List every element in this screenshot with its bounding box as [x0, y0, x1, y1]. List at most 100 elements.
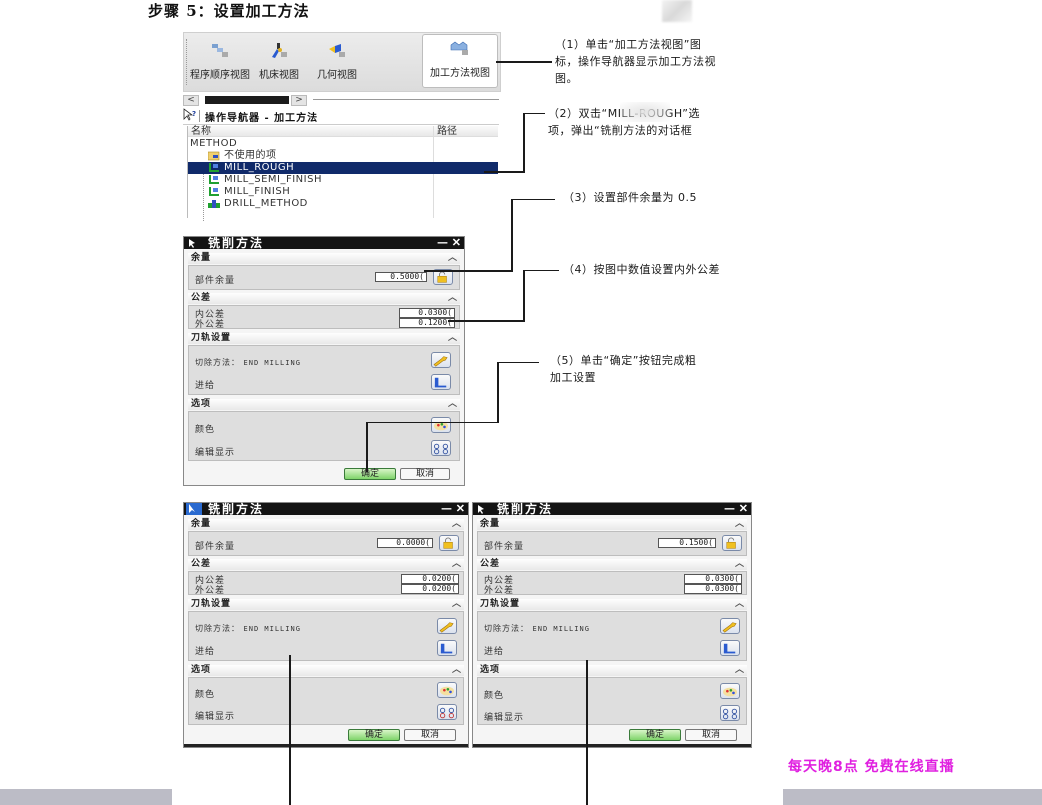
scroll-right-arrow[interactable]: > — [291, 95, 307, 106]
collapse-chevron-icon[interactable]: ︿ — [447, 253, 458, 263]
section-tolerance-body: 内公差 0.0200( 外公差 0.0200( — [188, 571, 464, 596]
intol-input[interactable]: 0.0200( — [401, 574, 459, 584]
part-stock-input[interactable]: 0.1500( — [658, 538, 716, 548]
wrench-icon — [433, 356, 448, 367]
section-tolerance-header[interactable]: 公差︿ — [477, 559, 747, 570]
ok-button[interactable]: 确定 — [344, 468, 396, 480]
cancel-button[interactable]: 取消 — [404, 729, 456, 741]
section-options-body: 颜色 编辑显示 — [188, 677, 464, 725]
part-stock-input[interactable]: 0.0000( — [377, 538, 433, 548]
dialog-title-bar[interactable]: 铣削方法 — ✕ — [184, 503, 468, 515]
leader-line-5 — [497, 362, 539, 363]
part-stock-input[interactable]: 0.5000( — [375, 272, 427, 282]
feed-button[interactable] — [431, 374, 451, 390]
close-button[interactable]: ✕ — [455, 502, 465, 515]
collapse-chevron-icon[interactable]: ︿ — [734, 665, 745, 675]
edit-display-button[interactable] — [437, 704, 457, 720]
dialog-title-bar[interactable]: 铣削方法 — ✕ — [184, 237, 464, 249]
section-options-header[interactable]: 选项︿ — [188, 665, 464, 676]
edit-display-label: 编辑显示 — [195, 448, 236, 458]
cut-method-button[interactable] — [431, 352, 451, 368]
leader-line-3 — [424, 270, 512, 272]
section-stock-header[interactable]: 余量︿ — [188, 519, 464, 530]
section-toolpath-header[interactable]: 刀轨设置 ︿ — [188, 599, 464, 610]
collapse-chevron-icon[interactable]: ︿ — [734, 559, 745, 569]
close-button[interactable]: ✕ — [738, 502, 748, 515]
section-stock-body: 部件余量 0.1500( — [477, 531, 747, 556]
part-stock-label: 部件余量 — [195, 542, 236, 552]
toolbar-grip[interactable] — [186, 39, 189, 85]
tree-row-mill-semi-finish[interactable]: MILL_SEMI_FINISH — [188, 174, 498, 186]
column-header-name[interactable]: 名称 — [188, 126, 433, 137]
intol-input[interactable]: 0.0300( — [399, 308, 455, 318]
dialog-title-bar[interactable]: 铣削方法 — ✕ — [473, 503, 751, 515]
collapse-chevron-icon[interactable]: ︿ — [451, 559, 462, 569]
collapse-chevron-icon[interactable]: ︿ — [734, 519, 745, 529]
scroll-left-arrow[interactable]: < — [183, 95, 199, 106]
cancel-button[interactable]: 取消 — [685, 729, 737, 741]
outtol-input[interactable]: 0.0200( — [401, 584, 459, 594]
minimize-button[interactable]: — — [724, 502, 735, 515]
scroll-thumb[interactable] — [205, 96, 289, 104]
collapse-chevron-icon[interactable]: ︿ — [451, 599, 462, 609]
cancel-button[interactable]: 取消 — [400, 468, 450, 480]
edit-display-icon — [434, 443, 448, 455]
collapse-chevron-icon[interactable]: ︿ — [447, 399, 458, 409]
help-cursor-icon[interactable]: ? — [183, 108, 197, 122]
color-button[interactable] — [720, 683, 740, 699]
outtol-input[interactable]: 0.0300( — [684, 584, 742, 594]
tree-row-unused[interactable]: 不使用的项 — [188, 150, 498, 162]
section-title: 刀轨设置 — [191, 599, 232, 609]
edit-display-button[interactable] — [720, 705, 740, 721]
color-button[interactable] — [437, 682, 457, 698]
collapse-chevron-icon[interactable]: ︿ — [451, 519, 462, 529]
inherit-lock-button[interactable] — [439, 535, 459, 551]
toolbar-scrollbar[interactable]: < > — [183, 95, 499, 106]
tree-item-label: DRILL_METHOD — [224, 198, 308, 209]
edit-display-button[interactable] — [431, 440, 451, 456]
section-toolpath-header[interactable]: 刀轨设置︿ — [477, 599, 747, 610]
close-button[interactable]: ✕ — [451, 236, 461, 249]
feed-button[interactable] — [720, 640, 740, 656]
geometry-view-button[interactable]: 几何视图 — [314, 33, 360, 89]
pointer-icon[interactable] — [186, 503, 202, 515]
pin-icon[interactable] — [186, 237, 202, 249]
tree-row-mill-finish[interactable]: MILL_FINISH — [188, 186, 498, 198]
tree-item-label: MILL_FINISH — [224, 186, 291, 197]
section-options-header[interactable]: 选项︿ — [188, 399, 460, 410]
inherit-lock-button[interactable] — [433, 269, 453, 285]
collapse-chevron-icon[interactable]: ︿ — [734, 599, 745, 609]
ok-button[interactable]: 确定 — [629, 729, 681, 741]
cut-method-button[interactable] — [720, 618, 740, 634]
program-order-view-button[interactable]: 程序顺序视图 — [190, 33, 250, 89]
column-header-path[interactable]: 路径 — [434, 126, 498, 137]
tree-item-label: MILL_ROUGH — [224, 162, 295, 173]
machine-tool-view-button[interactable]: 机床视图 — [256, 33, 302, 89]
mill-method-icon — [209, 163, 219, 172]
pin-icon[interactable] — [475, 503, 491, 515]
machining-method-view-button[interactable]: 加工方法视图 — [422, 34, 498, 88]
section-tolerance-header[interactable]: 公差︿ — [188, 559, 464, 570]
collapse-chevron-icon[interactable]: ︿ — [451, 665, 462, 675]
section-toolpath-header[interactable]: 刀轨设置 ︿ — [188, 333, 460, 344]
collapse-chevron-icon[interactable]: ︿ — [447, 293, 458, 303]
minimize-button[interactable]: — — [437, 236, 448, 249]
ok-button[interactable]: 确定 — [348, 729, 400, 741]
section-tolerance-header[interactable]: 公差︿ — [188, 293, 460, 304]
section-stock-header[interactable]: 余量︿ — [188, 253, 460, 264]
outtol-input[interactable]: 0.1200( — [399, 318, 455, 328]
section-title: 刀轨设置 — [191, 333, 232, 343]
cut-method-button[interactable] — [437, 618, 457, 634]
inherit-lock-button[interactable] — [722, 535, 742, 551]
minimize-button[interactable]: — — [441, 502, 452, 515]
tree-row-mill-rough[interactable]: MILL_ROUGH — [188, 162, 498, 174]
color-button[interactable] — [431, 417, 451, 433]
collapse-chevron-icon[interactable]: ︿ — [447, 333, 458, 343]
section-options-header[interactable]: 选项︿ — [477, 665, 747, 676]
feed-button[interactable] — [437, 640, 457, 656]
intol-input[interactable]: 0.0300( — [684, 574, 742, 584]
tree-row-drill-method[interactable]: DRILL_METHOD — [188, 198, 498, 210]
svg-text:?: ? — [192, 110, 196, 118]
section-stock-header[interactable]: 余量︿ — [477, 519, 747, 530]
tree-row-method[interactable]: METHOD — [188, 138, 498, 150]
